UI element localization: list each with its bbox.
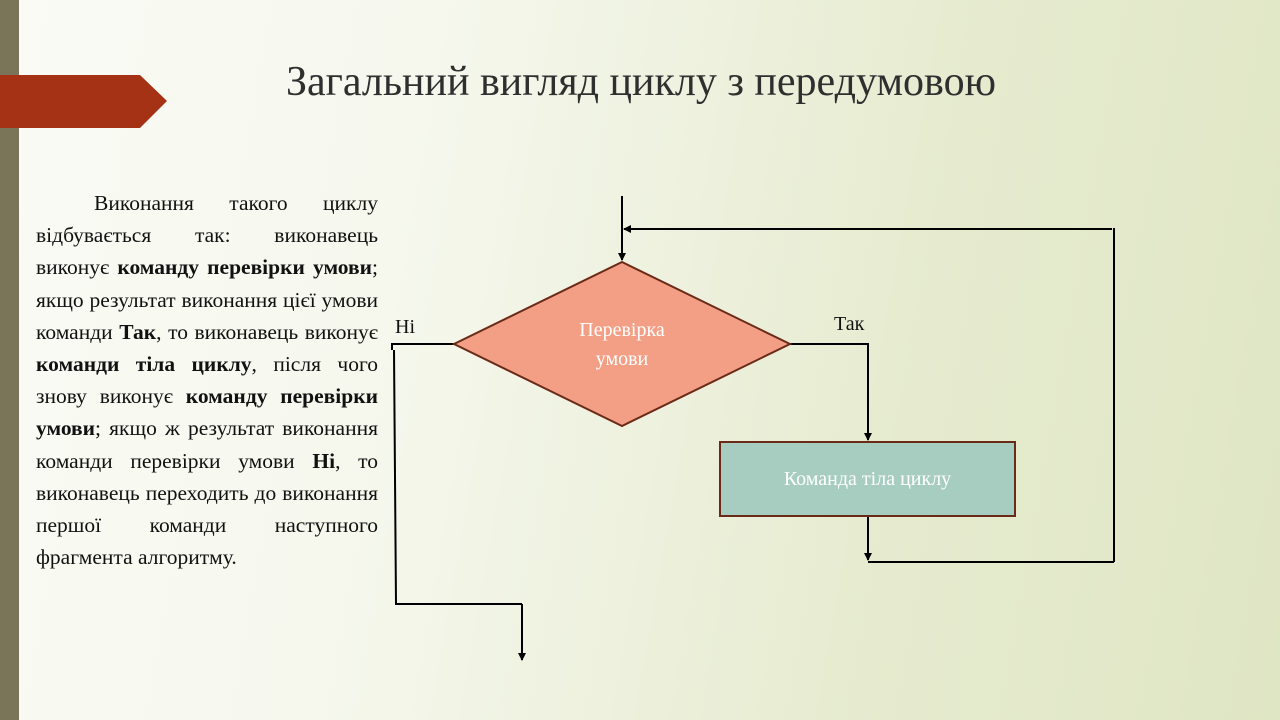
text-segment-bold: команди тіла циклу — [36, 352, 252, 377]
decision-label-line1: Перевірка — [579, 319, 665, 341]
text-segment: Виконання такого циклу відбувається так:… — [36, 191, 378, 280]
text-segment-bold: Ні — [312, 448, 336, 473]
no-branch-line — [391, 343, 454, 350]
text-segment: , то виконавець виконує — [156, 319, 378, 344]
yes-branch-arrow — [790, 343, 872, 441]
slide-title: Загальний вигляд циклу з передумовою — [286, 59, 996, 105]
text-segment: ; якщо результат виконання цієї умови ко… — [36, 255, 378, 344]
process-label: Команда тіла циклу — [783, 468, 952, 490]
title-accent-banner — [0, 75, 167, 128]
process-box — [719, 441, 1016, 517]
description-paragraph: Виконання такого циклу відбувається так:… — [36, 187, 378, 573]
no-branch-down — [393, 349, 522, 605]
text-segment: , після чого знову виконує — [36, 352, 378, 409]
no-label: Ні — [395, 316, 415, 338]
decision-label: Перевірка умови — [552, 316, 692, 374]
text-segment: , то виконавець переходить до виконання … — [36, 448, 378, 570]
text-segment-bold: Так — [119, 319, 157, 344]
decision-label-line2: умови — [595, 348, 649, 370]
yes-label: Так — [834, 313, 865, 335]
decision-diamond — [451, 260, 793, 428]
text-segment-bold: команду перевірки умови — [36, 384, 378, 441]
text-segment-bold: команду перевірки умови — [117, 255, 373, 280]
sidebar-stripe — [0, 0, 19, 720]
text-segment: ; якщо ж результат виконання команди пер… — [36, 416, 378, 473]
